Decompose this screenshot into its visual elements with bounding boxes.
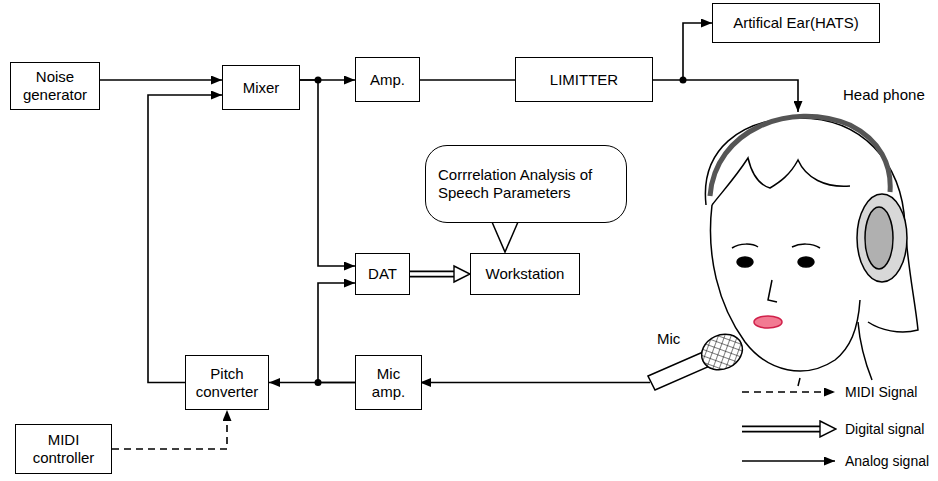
node-text: Mic amp. — [360, 365, 417, 401]
legend-text: MIDI Signal — [845, 384, 917, 400]
text-holder: Corrrelation Analysis of Speech Paramete… — [438, 166, 614, 202]
node-text: MIDI controller — [20, 431, 107, 467]
legend-text: Digital signal — [845, 421, 924, 437]
eye — [798, 257, 814, 267]
text-holder: Pitch converter — [190, 365, 264, 401]
legend-item: Analog signal — [742, 452, 929, 470]
text-holder: LIMITTER — [550, 71, 618, 89]
node-text: Pitch converter — [190, 365, 264, 401]
digital-connector — [410, 266, 470, 282]
mic-wire — [420, 382, 650, 384]
process-box: Pitch converter — [185, 355, 269, 410]
node-text: Workstation — [486, 265, 565, 283]
text-holder: Amp. — [370, 71, 405, 89]
analog-connector — [300, 80, 355, 266]
process-box: Mic amp. — [355, 355, 422, 410]
node-text: Artifical Ear(HATS) — [733, 14, 859, 32]
legend-sample — [742, 383, 837, 401]
node-text: Corrrelation Analysis of Speech Paramete… — [438, 166, 614, 202]
fringe — [712, 158, 850, 205]
node-text: Amp. — [370, 71, 405, 89]
process-box: Amp. — [355, 57, 420, 102]
process-box: DAT — [355, 253, 410, 295]
analog-connector — [100, 80, 222, 81]
mixer-box: Mixer — [222, 65, 300, 110]
legend-item: MIDI Signal — [742, 383, 917, 401]
microphone — [648, 328, 748, 390]
source-box: Noise generator — [10, 62, 100, 110]
text-holder: DAT — [368, 265, 397, 283]
nose — [768, 280, 777, 302]
process-box: Workstation — [470, 253, 580, 295]
hair-outline — [705, 118, 918, 332]
junction-dot — [315, 379, 322, 386]
component-label: Mic — [657, 330, 680, 348]
source-box: MIDI controller — [15, 424, 112, 474]
midi-connector — [112, 410, 227, 449]
node-text: DAT — [368, 265, 397, 283]
component-label: Head phone — [843, 86, 925, 104]
ear-cup — [857, 194, 907, 282]
analog-connector — [420, 80, 515, 81]
text-holder: Mixer — [243, 79, 280, 97]
headphone-wire — [683, 80, 798, 112]
node-text: Noise generator — [15, 68, 95, 104]
text-holder: Workstation — [486, 265, 565, 283]
analog-connector — [148, 95, 222, 383]
headband — [710, 116, 890, 196]
analog-connector — [318, 283, 355, 383]
ear-cup-inner — [865, 207, 893, 269]
text-holder: MIDI controller — [20, 431, 107, 467]
legend-sample — [742, 452, 837, 470]
eyebrows — [732, 244, 820, 248]
callout-bubble: Corrrelation Analysis of Speech Paramete… — [425, 145, 627, 223]
analog-connector — [653, 23, 712, 80]
neck — [798, 322, 872, 386]
node-text: Mixer — [243, 79, 280, 97]
text-holder: Artifical Ear(HATS) — [733, 14, 859, 32]
node-text: LIMITTER — [550, 71, 618, 89]
text-holder: Noise generator — [15, 68, 95, 104]
process-box: LIMITTER — [515, 57, 653, 102]
legend-item: Digital signal — [742, 420, 924, 438]
lips — [754, 316, 782, 328]
callout-tail — [492, 222, 518, 252]
legend-text: Analog signal — [845, 453, 929, 469]
junction-dot — [315, 77, 322, 84]
eye — [737, 257, 753, 267]
legend-sample — [742, 420, 837, 438]
process-box: Artifical Ear(HATS) — [712, 3, 880, 43]
text-holder: Mic amp. — [360, 365, 417, 401]
